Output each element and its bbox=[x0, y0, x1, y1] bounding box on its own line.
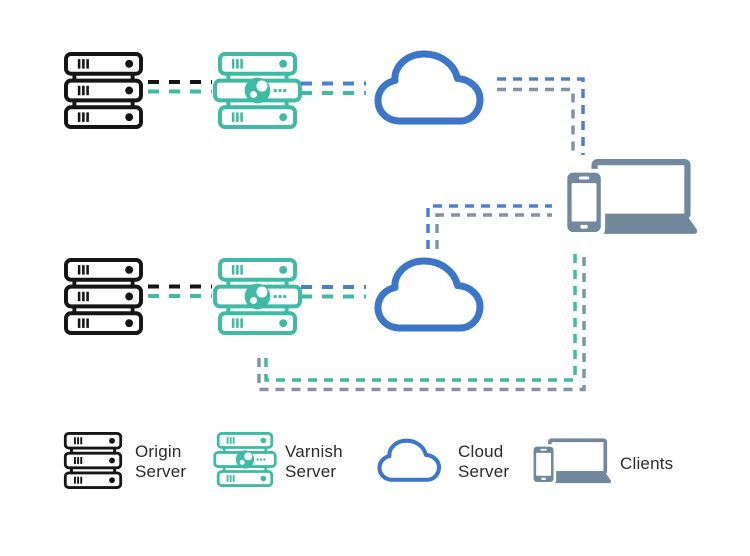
legend-label-origin-server: Origin Server bbox=[135, 442, 187, 481]
connection-cloud1-clients bbox=[497, 77, 585, 155]
clients-icon bbox=[531, 438, 611, 486]
connection-varnish1-cloud1 bbox=[301, 81, 366, 95]
varnish-server-1-icon bbox=[213, 52, 302, 129]
legend-label-cloud-server: Cloud Server bbox=[458, 442, 510, 481]
origin-server-1-icon bbox=[64, 52, 143, 129]
connection-origin2-varnish2 bbox=[148, 284, 212, 298]
clients-icon bbox=[563, 162, 697, 237]
legend-item-origin-server bbox=[63, 432, 123, 494]
cloud-server-1-icon bbox=[378, 54, 480, 121]
origin-server-2-icon bbox=[64, 258, 143, 335]
connection-origin1-varnish1 bbox=[148, 80, 212, 94]
legend-item-cloud-server bbox=[376, 434, 446, 492]
cloud-server-2-icon bbox=[378, 261, 480, 328]
legend-item-clients bbox=[531, 438, 611, 491]
dashed-line-steel bbox=[435, 213, 552, 249]
dashed-line-steel bbox=[497, 87, 575, 155]
varnish-server-2-icon bbox=[213, 258, 302, 335]
dashed-line-blue bbox=[497, 77, 585, 155]
connection-varnish2-cloud2 bbox=[301, 285, 366, 299]
legend-item-varnish-server bbox=[213, 432, 277, 492]
dashed-line-steel bbox=[257, 257, 586, 392]
varnish-server-icon bbox=[213, 432, 277, 487]
connection-clients-varnish2-feedback bbox=[257, 254, 586, 392]
connection-cloud2-clients bbox=[426, 204, 552, 249]
cloud-icon bbox=[376, 434, 446, 487]
origin-server-icon bbox=[63, 432, 123, 489]
legend-label-varnish-server: Varnish Server bbox=[285, 442, 343, 481]
dashed-line-teal bbox=[264, 254, 577, 382]
legend-label-clients: Clients bbox=[620, 454, 674, 473]
dashed-line-blue bbox=[426, 204, 552, 249]
